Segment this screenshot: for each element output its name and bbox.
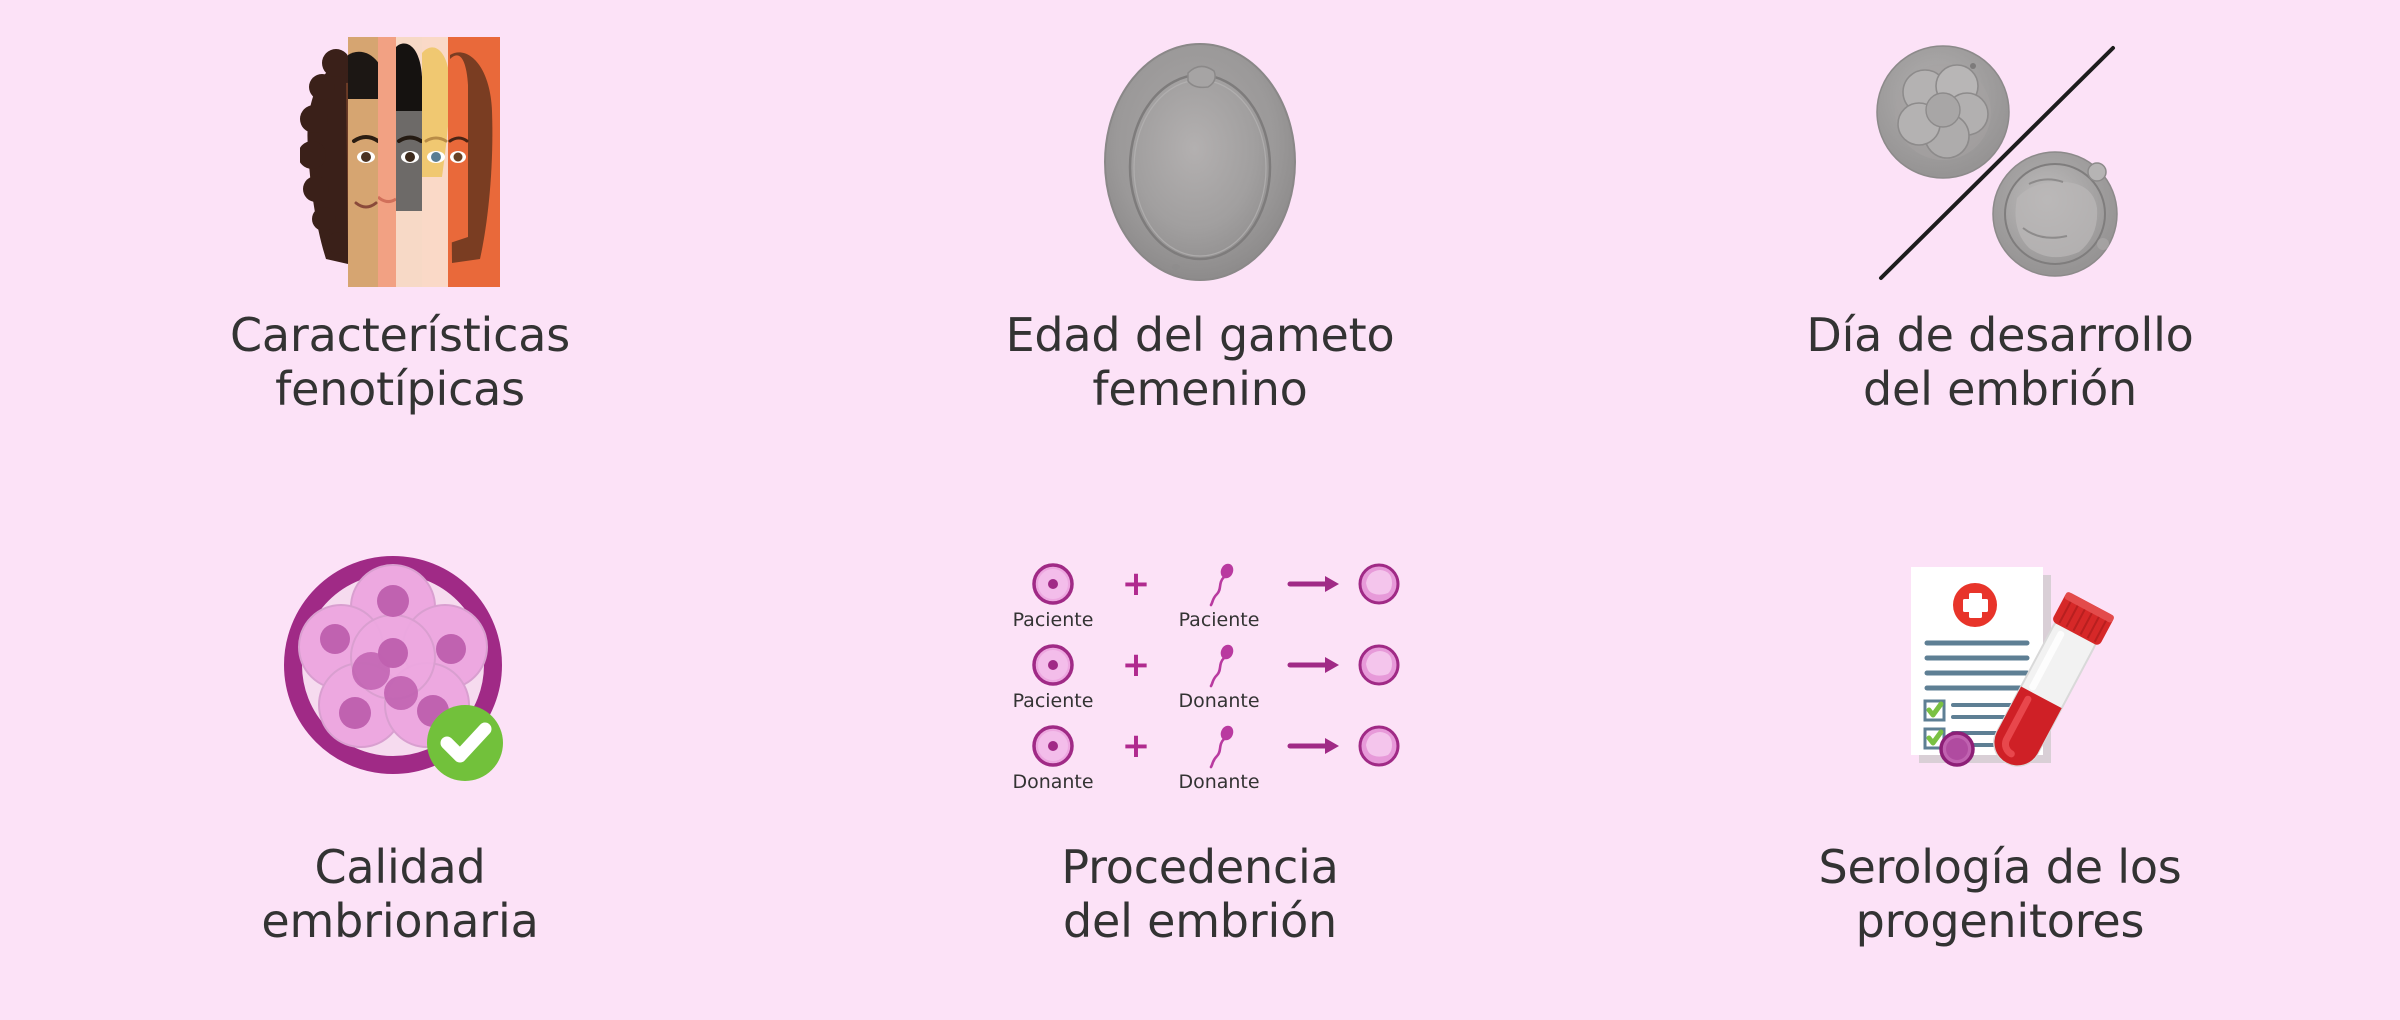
card-caption: Procedencia del embrión — [1061, 840, 1338, 949]
caption-line-1: Características — [230, 308, 570, 362]
card-caption: Calidad embrionaria — [261, 840, 538, 949]
oocyte-column: Paciente — [994, 561, 1112, 631]
card-caption: Edad del gameto femenino — [1006, 308, 1395, 417]
blood-tube-icon — [1993, 592, 2114, 767]
plus-symbol: + — [1116, 723, 1156, 769]
origin-row: Paciente + Donante — [994, 642, 1406, 712]
sperm-label: Donante — [1178, 690, 1260, 712]
embryo-result-column — [1352, 723, 1406, 769]
oocyte-label: Donante — [1012, 771, 1094, 793]
caption-line-1: Día de desarrollo — [1806, 308, 2194, 362]
origin-diagram: Paciente + Paciente — [994, 561, 1406, 793]
caption-line-2: progenitores — [1855, 894, 2145, 949]
sperm-icon — [1209, 725, 1234, 769]
composite-faces-icon — [300, 22, 500, 302]
blastocyst-icon — [1358, 725, 1400, 767]
sperm-icon — [1209, 644, 1234, 688]
oocyte-micrograph-icon — [1100, 22, 1300, 302]
card-calidad-embrionaria: Calidad embrionaria — [0, 510, 800, 1020]
card-caption: Características fenotípicas — [230, 308, 570, 417]
plus-glyph: + — [1121, 645, 1151, 685]
blastocyst-icon — [1358, 563, 1400, 605]
oocyte-icon — [1032, 563, 1074, 605]
arrow-icon — [1282, 642, 1348, 688]
blastocyst-icon — [1358, 644, 1400, 686]
sperm-label: Donante — [1178, 771, 1260, 793]
sperm-column: Donante — [1160, 642, 1278, 712]
oocyte-column: Paciente — [994, 642, 1112, 712]
caption-line-1: Edad del gameto — [1005, 308, 1395, 362]
caption-line-1: Calidad — [314, 840, 486, 894]
medical-report-blood-tube-icon — [1875, 538, 2125, 808]
oocyte-icon — [1032, 644, 1074, 686]
card-procedencia-embrion: Paciente + Paciente — [800, 510, 1600, 1020]
origin-row: Paciente + Paciente — [994, 561, 1406, 631]
card-dia-desarrollo-embrion: Día de desarrollo del embrión — [1600, 0, 2400, 510]
arrow-icon — [1282, 723, 1348, 769]
card-serologia-progenitores: Serología de los progenitores — [1600, 510, 2400, 1020]
card-caption: Serología de los progenitores — [1818, 840, 2181, 949]
caption-line-2: del embrión — [1862, 362, 2137, 417]
plus-glyph: + — [1121, 564, 1151, 604]
sperm-icon — [1209, 563, 1234, 607]
oocyte-label: Paciente — [1012, 609, 1094, 631]
plus-symbol: + — [1116, 642, 1156, 688]
oocyte-label: Paciente — [1012, 690, 1094, 712]
origin-row: Donante + Donante — [994, 723, 1406, 793]
caption-line-2: embrionaria — [261, 894, 539, 949]
caption-line-2: del embrión — [1062, 894, 1337, 949]
oocyte-column: Donante — [994, 723, 1112, 793]
sperm-column: Paciente — [1160, 561, 1278, 631]
caption-line-2: fenotípicas — [275, 362, 525, 417]
embryo-quality-check-icon — [275, 538, 525, 808]
card-edad-gameto-femenino: Edad del gameto femenino — [800, 0, 1600, 510]
embryo-blastocyst-split-icon — [1865, 22, 2135, 302]
arrow-icon — [1282, 561, 1348, 607]
report-lines — [1924, 640, 2030, 691]
sperm-label: Paciente — [1178, 609, 1260, 631]
caption-line-1: Procedencia — [1061, 840, 1339, 894]
embryo-result-column — [1352, 561, 1406, 607]
caption-line-2: femenino — [1092, 362, 1308, 417]
sperm-column: Donante — [1160, 723, 1278, 793]
card-caracteristicas-fenotipicas: Características fenotípicas — [0, 0, 800, 510]
embryo-result-column — [1352, 642, 1406, 688]
plus-glyph: + — [1121, 726, 1151, 766]
gamete-origin-diagram-icon: Paciente + Paciente — [994, 538, 1406, 808]
oocyte-icon — [1032, 725, 1074, 767]
plus-symbol: + — [1116, 561, 1156, 607]
caption-line-1: Serología de los — [1818, 840, 2182, 894]
card-caption: Día de desarrollo del embrión — [1806, 308, 2193, 417]
